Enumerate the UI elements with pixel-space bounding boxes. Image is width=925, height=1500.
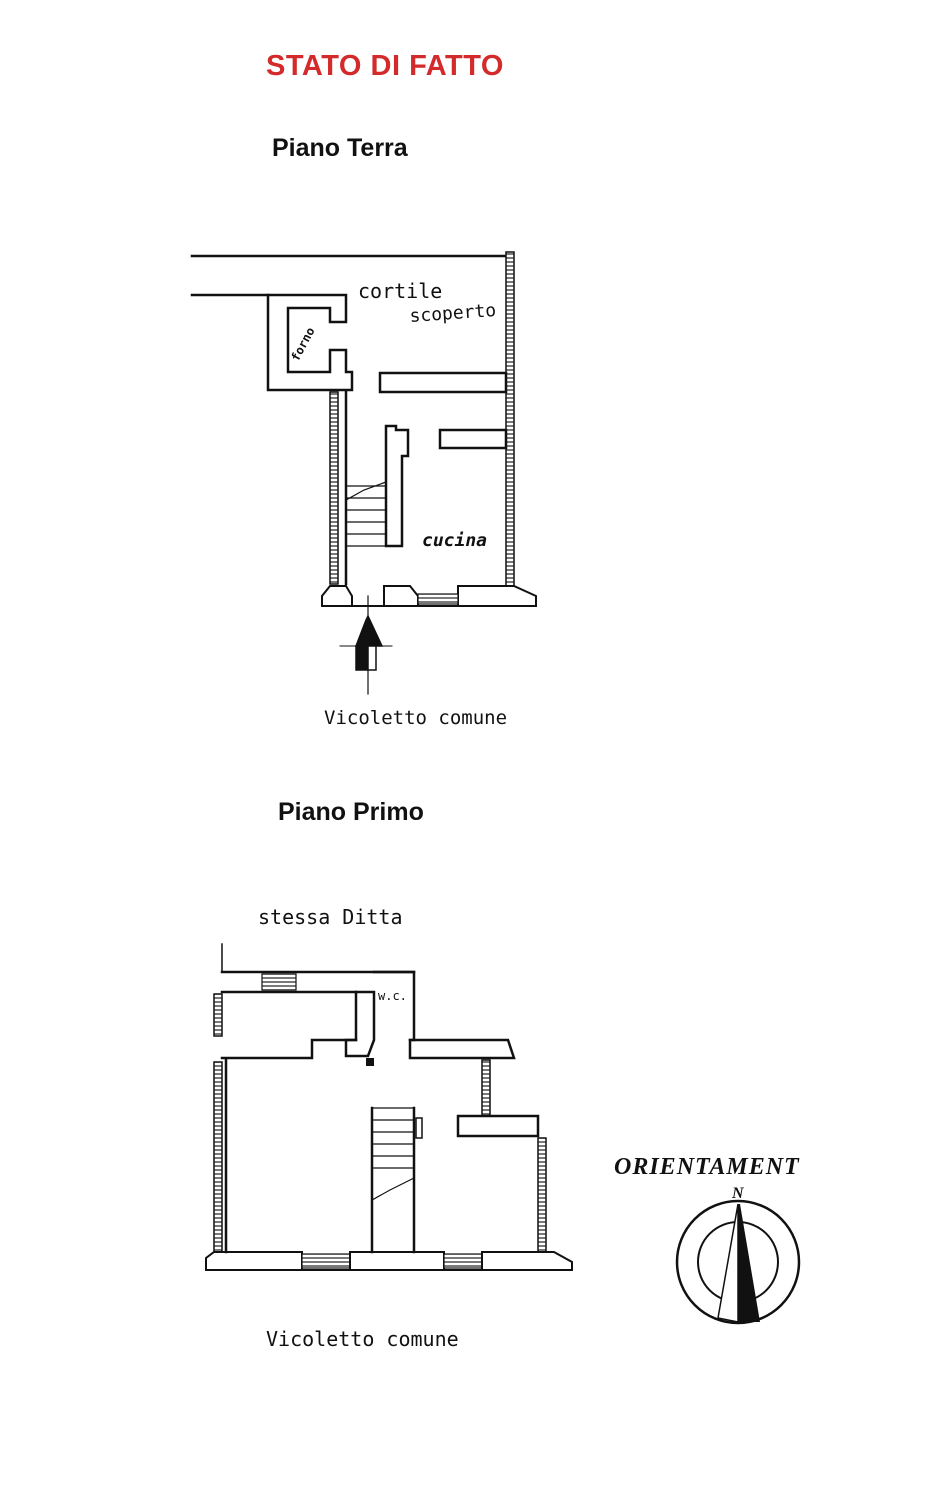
kitchen-label: cucina (422, 530, 487, 551)
first-floor-title: Piano Primo (278, 798, 424, 826)
north-mark: N (731, 1185, 745, 1202)
orientation-label: ORIENTAMENT (614, 1154, 800, 1180)
compass-outer-circle (675, 1199, 801, 1325)
oven-label: forno (288, 325, 317, 363)
north-arrow-icon (738, 1204, 760, 1322)
first-floor-plan (205, 943, 573, 1271)
ground-floor-title: Piano Terra (272, 134, 408, 162)
page-title: STATO DI FATTO (266, 50, 504, 82)
ground-street-label: Vicoletto comune (324, 707, 507, 729)
first-street-label: Vicoletto comune (266, 1327, 459, 1351)
courtyard-label-line2: scoperto (409, 300, 497, 327)
neighbour-label: stessa Ditta (258, 905, 403, 929)
wc-label: w.c. (378, 989, 407, 1003)
compass-rose: ORIENTAMENT N (614, 1154, 801, 1325)
courtyard-label-line1: cortile (358, 279, 442, 303)
ground-floor-plan (190, 251, 537, 695)
